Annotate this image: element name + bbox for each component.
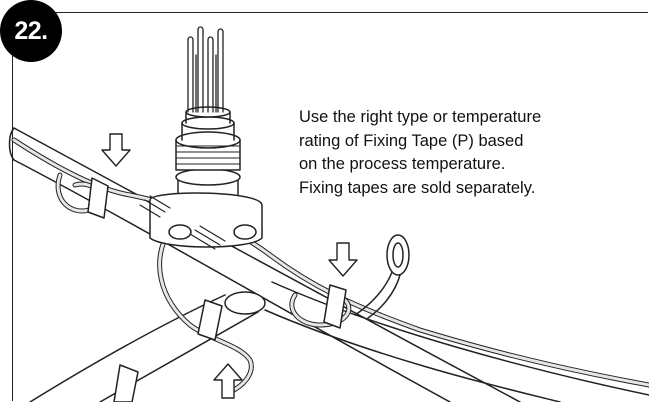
instruction-text: Use the right type or temperature rating… [299, 106, 639, 200]
arrow-down-left-icon [101, 133, 131, 167]
instruction-line-2: rating of Fixing Tape (P) based [299, 131, 524, 150]
fixing-tapes [87, 177, 347, 402]
arrow-up-bottom-icon [213, 363, 243, 399]
hose-clamps [139, 195, 226, 250]
instruction-frame [12, 12, 648, 401]
arrow-down-right-icon [328, 242, 358, 277]
instruction-line-4: Fixing tapes are sold separately. [299, 178, 536, 197]
tape-indicator-arrows [101, 133, 358, 399]
instruction-line-1: Use the right type or temperature [299, 108, 542, 126]
branch-pipe-right [264, 281, 649, 402]
branch-pipe-left [29, 291, 266, 402]
conductor-wires [187, 26, 224, 113]
connection-kit [149, 106, 263, 248]
fixing-tape-roll [354, 234, 410, 319]
instruction-line-3: on the process temperature. [299, 155, 506, 173]
step-number-label: 22. [14, 16, 48, 45]
step-number-badge: 22. [0, 0, 62, 62]
